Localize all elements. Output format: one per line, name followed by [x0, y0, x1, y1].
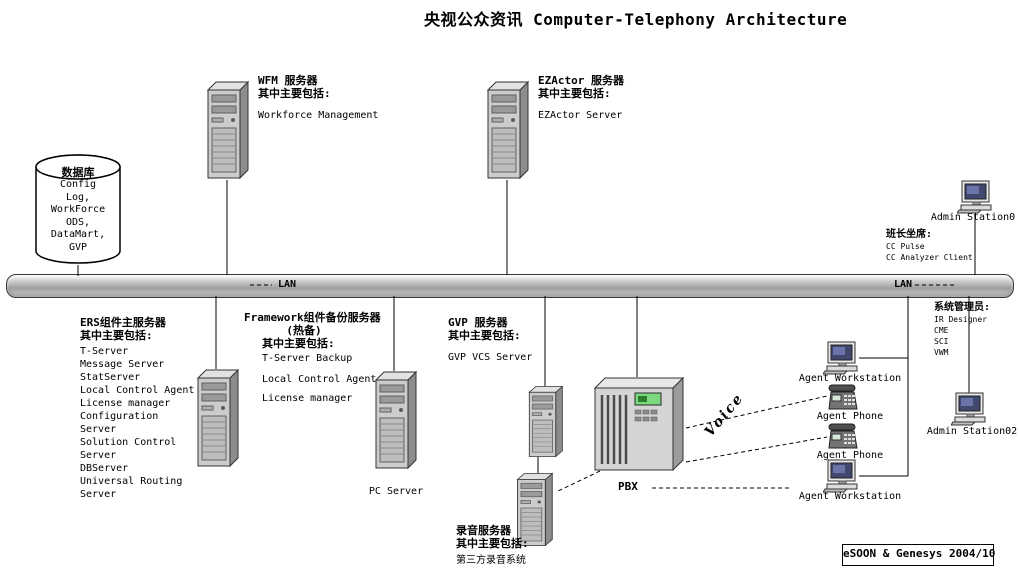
framework-item: Local Control Agent — [262, 374, 377, 385]
ers-item: Solution Control Server — [80, 437, 177, 461]
recording-server-label: 录音服务器 其中主要包括: 第三方录音系统 — [456, 524, 529, 567]
ers-item: Message Server — [80, 359, 165, 370]
framework-server-title: Framework组件备份服务器 — [244, 311, 381, 324]
agent-workstation-top-label: Agent Workstation — [798, 373, 902, 384]
agent-phone-top-label: Agent Phone — [816, 411, 884, 422]
ezactor-server-item: EZActor Server — [538, 110, 623, 121]
ers-server-tower-icon — [194, 368, 240, 468]
wfm-server-tower-icon — [204, 80, 250, 180]
admin-station0-label: Admin Station0 — [930, 212, 1016, 223]
recording-server-item: 第三方录音系统 — [456, 555, 526, 566]
sysadmin-group-title: 系统管理员: — [934, 302, 991, 313]
lan-label-right: LAN — [894, 279, 913, 290]
framework-item: License manager — [262, 393, 353, 404]
database-text: 数据库 Config Log, WorkForce ODS, DataMart,… — [33, 166, 123, 254]
wfm-server-title: WFM 服务器 — [258, 74, 318, 87]
framework-server-label: Framework组件备份服务器 (热备) 其中主要包括: T-Server B… — [244, 311, 394, 405]
database-line: Config — [59, 179, 97, 190]
sysadmin-tool: IR Designer — [934, 315, 987, 324]
footer-credit: eSOON & Genesys 2004/10 — [842, 544, 995, 566]
sysadmin-tool: CME — [934, 326, 949, 335]
gvp-server-title: GVP 服务器 — [448, 316, 508, 329]
agent-phone-bottom-label: Agent Phone — [816, 450, 884, 461]
ers-item: Universal Routing Server — [80, 476, 183, 500]
pbx-icon — [593, 376, 685, 471]
ezactor-server-tower-icon — [484, 80, 530, 180]
agent-workstation-bottom-label: Agent Workstation — [798, 491, 902, 502]
database-cylinder-icon — [35, 154, 121, 264]
wfm-server-subtitle: 其中主要包括: — [258, 87, 331, 100]
database-line: GVP — [68, 241, 88, 253]
database-node: 数据库 Config Log, WorkForce ODS, DataMart,… — [33, 151, 123, 265]
supervisor-group-title: 班长坐席: — [886, 229, 933, 240]
admin-station0-icon — [957, 180, 993, 214]
supervisor-tool: CC Analyzer Client — [886, 253, 973, 262]
framework-server-subtitle: 其中主要包括: — [262, 337, 335, 350]
ezactor-server-label: EZActor 服务器 其中主要包括: EZActor Server — [538, 74, 624, 122]
ers-item: Local Control Agent — [80, 385, 195, 396]
agent-phone-bottom-icon — [828, 423, 858, 449]
admin-station02-label: Admin Station02 — [926, 426, 1018, 437]
supervisor-group: 班长坐席: CC Pulse CC Analyzer Client — [886, 228, 973, 263]
agent-workstation-top-icon — [823, 341, 859, 375]
ers-item: StatServer — [80, 372, 141, 383]
database-line: ODS, — [65, 216, 91, 228]
gvp-server-subtitle: 其中主要包括: — [448, 329, 521, 342]
framework-server-mode: (热备) — [286, 324, 322, 337]
sysadmin-tool: VWM — [934, 348, 949, 357]
ers-item: License manager — [80, 398, 171, 409]
voice-link-label: Voice — [701, 390, 748, 440]
sysadmin-group: 系统管理员: IR Designer CME SCI VWM — [934, 301, 990, 358]
pc-server-tower-icon — [372, 370, 418, 470]
gvp-server-item: GVP VCS Server — [448, 352, 533, 363]
lan-label-left: LAN — [278, 279, 297, 290]
pc-server-label: PC Server — [368, 486, 424, 497]
recording-server-subtitle: 其中主要包括: — [456, 537, 529, 550]
database-line: DataMart, — [50, 229, 106, 240]
ezactor-server-title: EZActor 服务器 — [538, 74, 624, 87]
ers-item: T-Server — [80, 346, 129, 357]
gvp-server-label: GVP 服务器 其中主要包括: GVP VCS Server — [448, 316, 532, 364]
supervisor-tool: CC Pulse — [886, 242, 925, 251]
framework-item: T-Server Backup — [262, 353, 353, 364]
wfm-server-item: Workforce Management — [258, 110, 379, 121]
ers-server-title: ERS组件主服务器 — [80, 316, 166, 329]
database-title: 数据库 — [61, 166, 95, 179]
agent-phone-top-icon — [828, 384, 858, 410]
ezactor-server-subtitle: 其中主要包括: — [538, 87, 611, 100]
gvp-server-tower-icon — [526, 385, 564, 458]
recording-server-title: 录音服务器 — [456, 524, 511, 537]
ers-item: DBServer — [80, 463, 129, 474]
database-line: Log, — [65, 191, 91, 203]
database-line: WorkForce — [50, 204, 106, 215]
sysadmin-tool: SCI — [934, 337, 949, 346]
admin-station02-icon — [951, 392, 987, 426]
wfm-server-label: WFM 服务器 其中主要包括: Workforce Management — [258, 74, 378, 122]
pbx-label: PBX — [618, 480, 638, 493]
agent-workstation-bottom-icon — [823, 459, 859, 493]
ers-server-label: ERS组件主服务器 其中主要包括: T-Server Message Serve… — [80, 316, 198, 501]
ers-item: Configuration Server — [80, 411, 159, 435]
ers-server-subtitle: 其中主要包括: — [80, 329, 153, 342]
diagram-title: 央视公众资讯 Computer-Telephony Architecture — [424, 10, 848, 29]
lan-bus — [6, 274, 1014, 298]
